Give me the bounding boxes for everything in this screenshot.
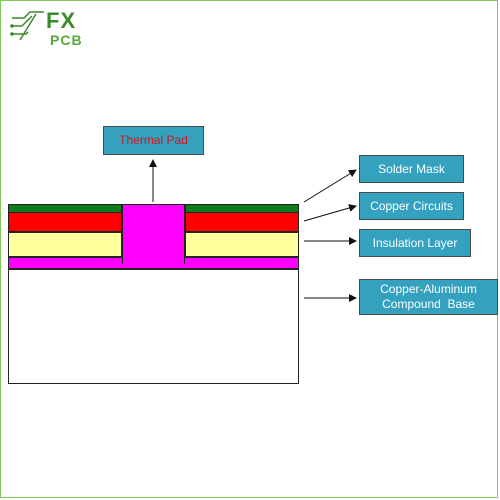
- insulation-layer-right: [185, 232, 299, 257]
- copper-circuits-arrow: [303, 204, 357, 222]
- solder-mask-arrow: [303, 169, 357, 203]
- solder-mask-left: [8, 204, 122, 213]
- thermal-pad-label: Thermal Pad: [103, 126, 204, 155]
- brand-pcb: PCB: [50, 32, 83, 48]
- solder-mask-label: Solder Mask: [359, 155, 464, 183]
- insulation-layer-label: Insulation Layer: [359, 229, 471, 257]
- insulation-layer-left: [8, 232, 122, 257]
- base-text-line1: Copper-Aluminum: [380, 282, 477, 296]
- base-label: Copper-Aluminum Compound Base: [359, 279, 498, 315]
- thermal-pad-column: [122, 204, 185, 264]
- solder-mask-text: Solder Mask: [378, 161, 445, 176]
- copper-circuits-label: Copper Circuits: [359, 192, 464, 220]
- base-layer: [8, 269, 299, 384]
- fxpcb-logo: FX PCB: [10, 8, 90, 50]
- base-text-line2: Compound Base: [382, 297, 475, 311]
- brand-fx: FX: [46, 8, 77, 33]
- circuit-trace-icon: [10, 11, 44, 41]
- solder-mask-right: [185, 204, 299, 213]
- thermal-pad-text: Thermal Pad: [119, 133, 188, 147]
- insulation-layer-text: Insulation Layer: [372, 235, 458, 250]
- copper-circuits-text: Copper Circuits: [370, 198, 453, 213]
